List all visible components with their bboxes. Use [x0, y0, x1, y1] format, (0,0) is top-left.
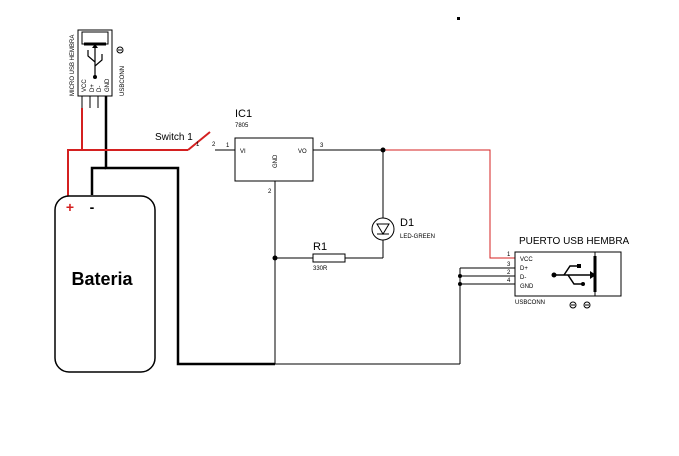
- micro-usb-arrow-icon: [92, 44, 98, 48]
- led-value: LED-GREEN: [400, 234, 435, 240]
- regulator-gnd: GND: [273, 154, 279, 168]
- stray-dot: [457, 17, 460, 20]
- battery-minus: -: [90, 199, 95, 215]
- usb-symbol-circle-icon: [581, 282, 585, 286]
- resistor-body: [312, 253, 346, 263]
- usb-out-screw-icons: [569, 301, 591, 309]
- usb-out-pin-num: 4: [507, 278, 511, 284]
- micro-usb-title: MICRO USB HEMBRA: [70, 35, 76, 96]
- usb-out-pin-num: 1: [507, 252, 511, 258]
- resistor-ref: R1: [313, 241, 327, 253]
- regulator-vi: VI: [240, 149, 246, 155]
- switch-pin2: 2: [212, 142, 216, 148]
- led-triangle: [376, 223, 390, 235]
- usb-out-pin-num: 3: [507, 262, 511, 268]
- switch-pin1: 1: [196, 142, 200, 148]
- usb-out-title: PUERTO USB HEMBRA: [519, 236, 630, 247]
- micro-usb-connector: MICRO USB HEMBRA USBCONN VCC D+ D- GND: [70, 29, 126, 97]
- usb-out-plug: [594, 251, 622, 297]
- battery-body: [54, 195, 156, 373]
- junctions: [272, 147, 462, 286]
- regulator-pin3: 3: [320, 143, 324, 149]
- black-wires: [81, 96, 515, 365]
- micro-usb-screw-icons: [116, 46, 124, 54]
- led-ref: D1: [400, 217, 414, 229]
- micro-usb-plug: [81, 31, 109, 45]
- micro-usb-pin-name: D+: [90, 84, 96, 92]
- battery-plus: +: [66, 199, 74, 215]
- regulator-value: 7805: [235, 123, 249, 129]
- switch-label: Switch 1: [155, 132, 193, 143]
- usb-symbol-square-icon: [577, 264, 581, 268]
- regulator-ref: IC1: [235, 108, 252, 120]
- usb-symbol-icon: [556, 265, 590, 285]
- usb-symbol-arrow-icon: [590, 271, 596, 279]
- micro-usb-pin-name: D-: [97, 86, 103, 92]
- regulator-vo: VO: [298, 149, 307, 155]
- resistor-value: 330R: [313, 266, 328, 272]
- micro-usb-pin-name: GND: [105, 78, 111, 92]
- micro-usb-symbol-icon: [87, 46, 103, 76]
- usb-out-pin-num: 2: [507, 270, 511, 276]
- usb-out-pin-name: D-: [520, 275, 526, 281]
- usb-out-body: [514, 251, 596, 297]
- usb-out-pin-name: D+: [520, 266, 528, 272]
- usb-symbol-dot-icon: [551, 272, 557, 278]
- usb-out-pin-name: GND: [520, 284, 534, 290]
- ground-wire: [90, 96, 275, 366]
- battery-label: Bateria: [71, 269, 133, 289]
- usb-out-part: USBCONN: [515, 300, 545, 306]
- regulator-pin2: 2: [268, 189, 272, 195]
- micro-usb-part: USBCONN: [120, 66, 126, 96]
- usb-out-pin-name: VCC: [520, 257, 533, 263]
- regulator-body: [234, 137, 314, 182]
- micro-usb-dot-icon: [93, 75, 97, 79]
- regulator-pin1: 1: [226, 143, 230, 149]
- micro-usb-pin-name: VCC: [82, 79, 88, 92]
- red-wires: [67, 108, 515, 259]
